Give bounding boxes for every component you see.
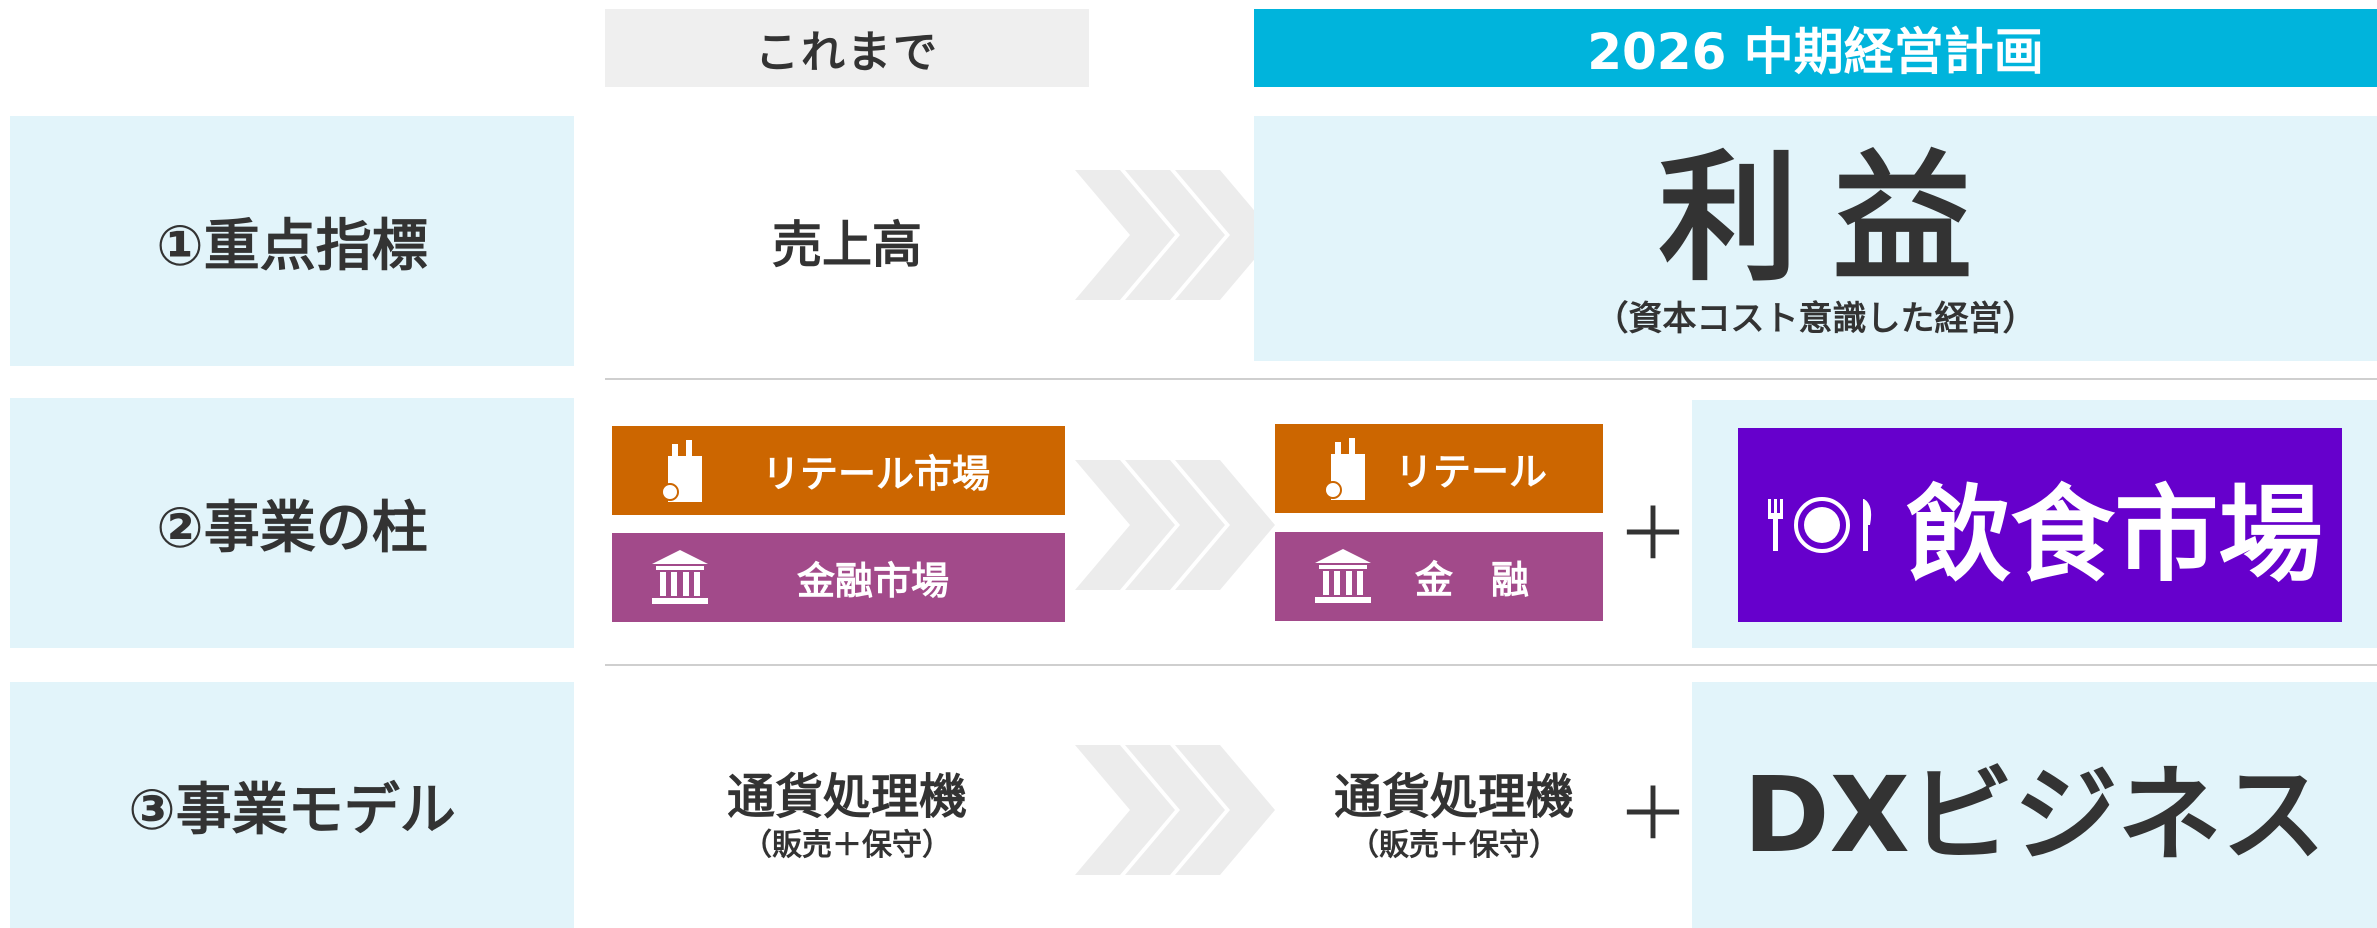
retail-market-bar: リテール市場 (612, 426, 1065, 515)
row-label-business-pillar: ②事業の柱 (10, 398, 574, 648)
header-before: これまで (605, 9, 1089, 87)
food-market-label: 飲食市場 (1906, 473, 2323, 596)
profit-title: 利益 (1658, 138, 2007, 301)
dx-business-box (1692, 682, 2377, 928)
row-divider (605, 378, 2377, 380)
chevron-arrow-icon (1075, 170, 1275, 300)
dx-business-label: DXビジネス (1743, 753, 2326, 876)
finance-bar: 金 融 (1275, 532, 1603, 621)
plus-sign: ＋ (1616, 771, 1689, 856)
finance-market-label: 金融市場 (797, 559, 950, 603)
retail-label: リテール (1395, 450, 1548, 494)
before-sales: 売上高 (772, 216, 922, 274)
chevron-arrow-icon (1075, 460, 1275, 590)
currency-machine-label: 通貨処理機 (1333, 769, 1574, 825)
retail-market-label: リテール市場 (762, 452, 991, 496)
finance-label: 金 融 (1415, 558, 1530, 602)
shopping-bag-icon (1325, 437, 1365, 500)
row-divider (605, 664, 2377, 666)
header-plan: 2026 中期経営計画 (1254, 9, 2377, 87)
row-label-key-indicator: ①重点指標 (10, 116, 574, 366)
row-label-business-model: ③事業モデル (10, 682, 574, 928)
retail-bar: リテール (1275, 424, 1603, 513)
profit-subtitle: （資本コスト意識した経営） (1594, 298, 2037, 339)
currency-machine-sublabel: （販売＋保守） (1349, 828, 1559, 863)
currency-machine-sublabel: （販売＋保守） (742, 828, 952, 863)
after-currency-machine: 通貨処理機 （販売＋保守） (1254, 682, 1654, 928)
before-currency-machine: 通貨処理機 （販売＋保守） (605, 682, 1089, 928)
plus-sign: ＋ (1616, 491, 1689, 576)
currency-machine-label: 通貨処理機 (726, 769, 967, 825)
food-market-bar (1738, 428, 2342, 622)
bank-icon (1315, 548, 1371, 603)
chevron-arrow-icon (1075, 745, 1275, 875)
plate-fork-knife-icon (1768, 497, 1872, 553)
finance-market-bar: 金融市場 (612, 533, 1065, 622)
bank-icon (652, 549, 708, 604)
profit-box (1254, 116, 2377, 361)
shopping-bag-icon (662, 439, 702, 502)
